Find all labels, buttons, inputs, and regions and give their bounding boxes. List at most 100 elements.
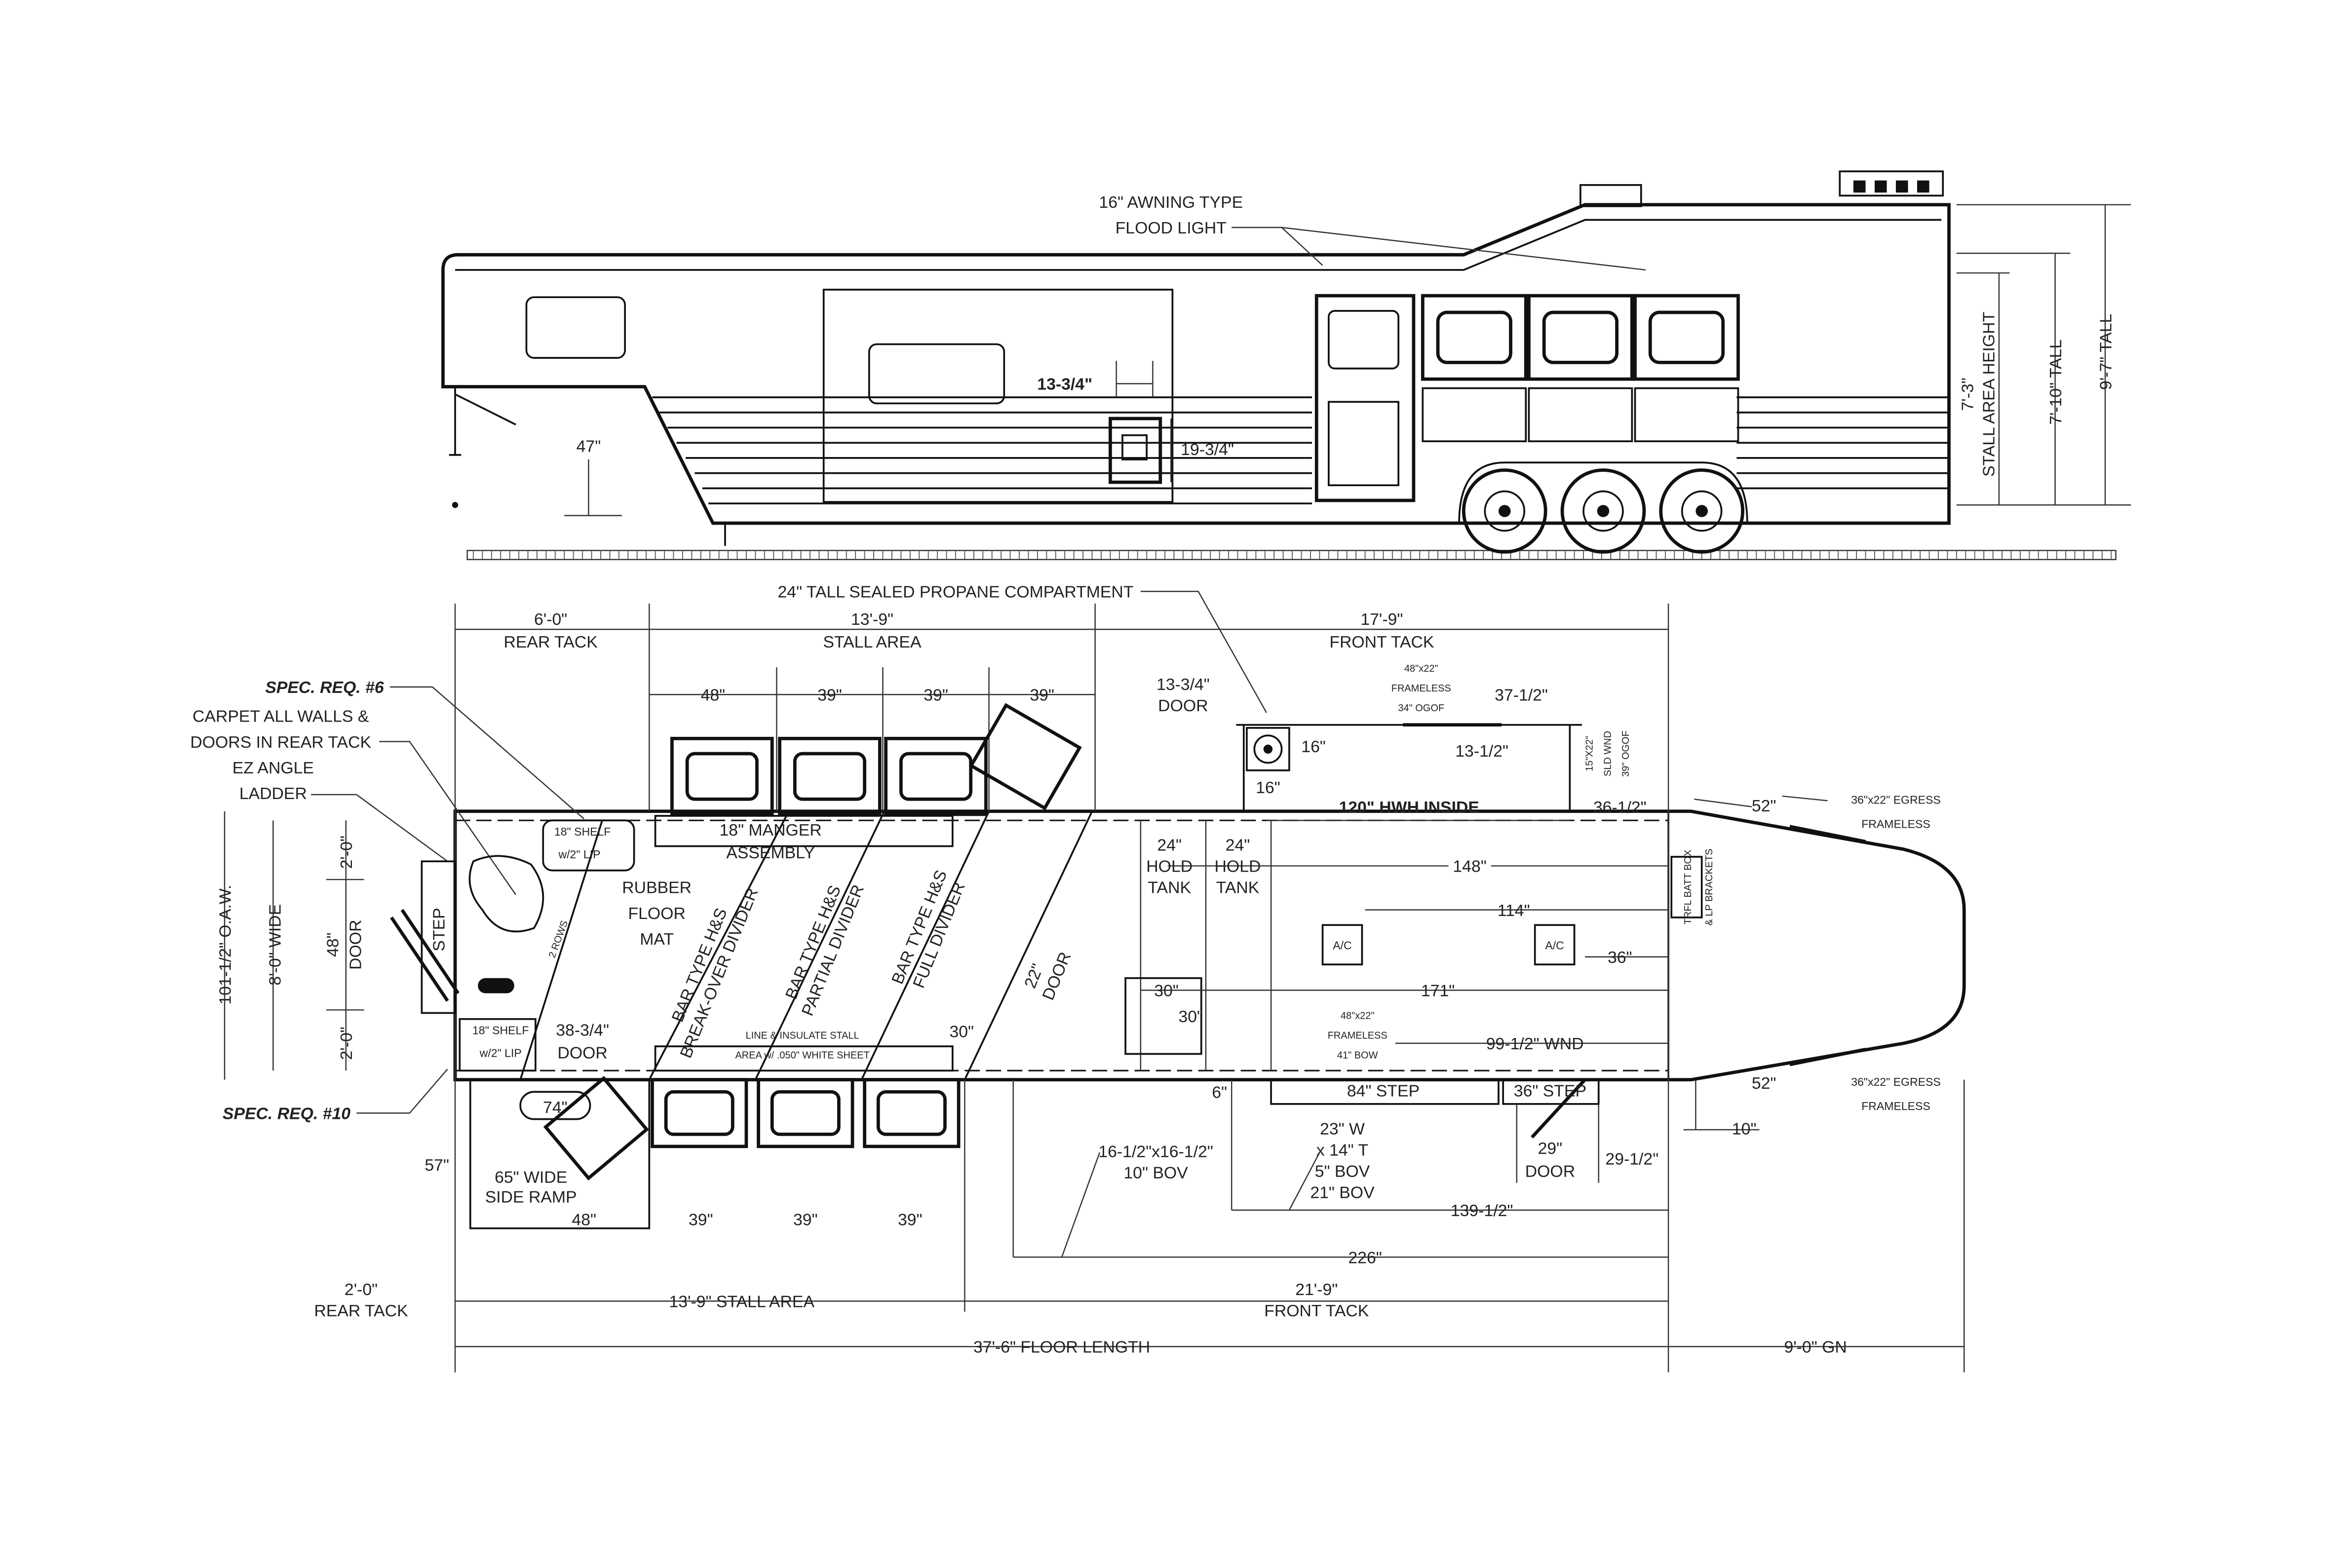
shelf-top — [542, 819, 635, 872]
window-bottom-bow: 41" BOW — [1337, 1050, 1378, 1061]
hwh-inside-label: 120" HWH INSIDE — [1339, 798, 1479, 817]
bottom-stall-39b: 39" — [793, 1211, 818, 1229]
lp-brackets-label: & LP BRACKETS — [1704, 848, 1715, 925]
tack-door-label: DOOR — [557, 1044, 607, 1063]
stall-label-top: STALL AREA — [823, 633, 921, 651]
window-bottom-type: FRAMELESS — [1328, 1031, 1387, 1041]
front-tack-label-bottom: FRONT TACK — [1264, 1301, 1369, 1320]
side-ramp-width: 65" WIDE — [495, 1168, 567, 1187]
step-84 — [1270, 1078, 1500, 1105]
bottom-stall-39c: 39" — [898, 1211, 923, 1229]
stall-dim-39c: 39" — [1030, 686, 1054, 705]
dim-47: 47" — [577, 437, 601, 456]
dim-37-1-2: 37-1/2" — [1495, 686, 1548, 705]
window-99-1-2: 99-1/2" WND — [1486, 1034, 1584, 1053]
roof-vents — [1853, 180, 1929, 193]
stall-dim-39a: 39" — [817, 686, 842, 705]
stall-area-height-label: STALL AREA HEIGHT — [1980, 312, 1999, 477]
carpet-note-1: CARPET ALL WALLS & — [193, 707, 369, 726]
propane-door-width: 13-3/4" — [1156, 675, 1210, 694]
egress-bottom-size: 36"x22" EGRESS — [1851, 1075, 1941, 1088]
stall-dim-48: 48" — [701, 686, 726, 705]
saddle-racks — [468, 855, 544, 933]
dim-36: 36" — [1608, 948, 1632, 967]
front-tack-length-top: 17'-9" — [1360, 610, 1403, 629]
dim-57: 57" — [424, 1156, 449, 1175]
roof-ac-box — [1839, 170, 1944, 197]
spec-req-6: SPEC. REQ. #6 — [265, 678, 384, 697]
height-9-7-tall: 9'-7" TALL — [2096, 314, 2115, 390]
overall-width: 101-1/2" O.A.W. — [216, 885, 234, 1005]
nose-dim-10: 10" — [1732, 1119, 1757, 1138]
side-ramp-label: SIDE RAMP — [485, 1188, 577, 1207]
dim-139-1-2: 139-1/2" — [1451, 1201, 1513, 1220]
shelf-bottom-label: 18" SHELF — [472, 1024, 529, 1036]
dim-171: 171" — [1421, 982, 1455, 1000]
awning-light-label: 16" AWNING TYPE — [1099, 193, 1243, 212]
door-29-width: 29" — [1538, 1139, 1563, 1158]
dim-148: 148" — [1453, 857, 1486, 876]
bottom-stall-39a: 39" — [689, 1211, 713, 1229]
rear-tack-length-top: 6'-0" — [534, 610, 567, 629]
nose-dim-52-top: 52" — [1752, 797, 1776, 815]
ac-size-w: 23" W — [1320, 1119, 1365, 1138]
side-stripes — [652, 396, 1949, 504]
stall-liner-label-2: AREA w/ .050" WHITE SHEET — [735, 1050, 870, 1061]
saddle-rows-label: 2 ROWS — [547, 919, 571, 959]
ramp-dim-48: 48" — [572, 1211, 596, 1229]
dim-148-gap — [1448, 856, 1491, 875]
ac-bov-21: 21" BOV — [1310, 1183, 1375, 1202]
living-area-panel — [822, 289, 1174, 503]
stall-windows — [1421, 294, 1740, 442]
stall-dividers — [648, 810, 1093, 1080]
ez-angle-ladder — [390, 909, 460, 1002]
hold-tank-2-size: 24" — [1226, 836, 1250, 855]
shelf-bottom — [459, 1018, 537, 1072]
ac-1-label: A/C — [1333, 939, 1351, 952]
stall-windows-top — [670, 703, 1082, 816]
stall-area-height-value: 7'-3" — [1959, 378, 1977, 411]
rubber-mat-3: MAT — [640, 930, 674, 949]
hold-tank-2-hold: HOLD — [1215, 857, 1261, 876]
ez-angle-label: EZ ANGLE — [232, 759, 314, 777]
egress-bottom-type: FRAMELESS — [1861, 1100, 1930, 1112]
tack-door-width: 38-3/4" — [556, 1021, 609, 1040]
shelf-top-label: 18" SHELF — [554, 825, 611, 838]
egress-top-size: 36"x22" EGRESS — [1851, 793, 1941, 806]
cabinet-30 — [1124, 977, 1202, 1055]
shelf-top-lip: w/2" LIP — [558, 848, 601, 861]
stall-area-bottom: 13'-9" STALL AREA — [669, 1293, 815, 1311]
dim-6: 6" — [1212, 1083, 1227, 1102]
floor-plan: 24" TALL SEALED PROPANE COMPARTMENT 6'-0… — [190, 583, 1966, 1373]
dim-226: 226" — [1348, 1248, 1382, 1267]
ac-2-label: A/C — [1545, 939, 1564, 952]
ground-hatch — [472, 550, 2112, 560]
step-36-label: 36" STEP — [1514, 1081, 1586, 1100]
window-top-size: 48"x22" — [1404, 663, 1438, 674]
plan-outline — [453, 809, 1966, 1082]
ac-bov-5: 5" BOV — [1315, 1162, 1370, 1181]
stall-dim-30: 30" — [949, 1023, 974, 1041]
step-36 — [1502, 1078, 1600, 1105]
rubber-mat-1: RUBBER — [622, 879, 692, 897]
propane-door-label: DOOR — [1158, 696, 1208, 715]
stall-liner-label-1: LINE & INSULATE STALL — [746, 1031, 859, 1041]
dim-door-width: 13-3/4" — [1037, 375, 1092, 394]
hold-tank-1-size: 24" — [1157, 836, 1182, 855]
dim-2ft-bottom: 2'-0" — [337, 1027, 356, 1060]
stall-liner — [654, 1045, 954, 1072]
window-top-type: FRAMELESS — [1391, 683, 1451, 694]
gooseneck-jack — [449, 386, 516, 456]
bridle-hook — [478, 978, 514, 994]
manger-label-1: 18" MANGER — [720, 821, 822, 840]
door-29-label: DOOR — [1525, 1162, 1575, 1181]
battery-box — [1670, 856, 1703, 918]
side-ramp — [469, 1078, 651, 1229]
ground-strip — [466, 550, 2117, 560]
hold-tank-1-hold: HOLD — [1146, 857, 1193, 876]
ac-unit-1 — [1321, 924, 1363, 965]
vent-bov: 10" BOV — [1123, 1163, 1188, 1182]
gooseneck-length: 9'-0" GN — [1784, 1338, 1847, 1357]
propane-door — [1109, 417, 1162, 484]
